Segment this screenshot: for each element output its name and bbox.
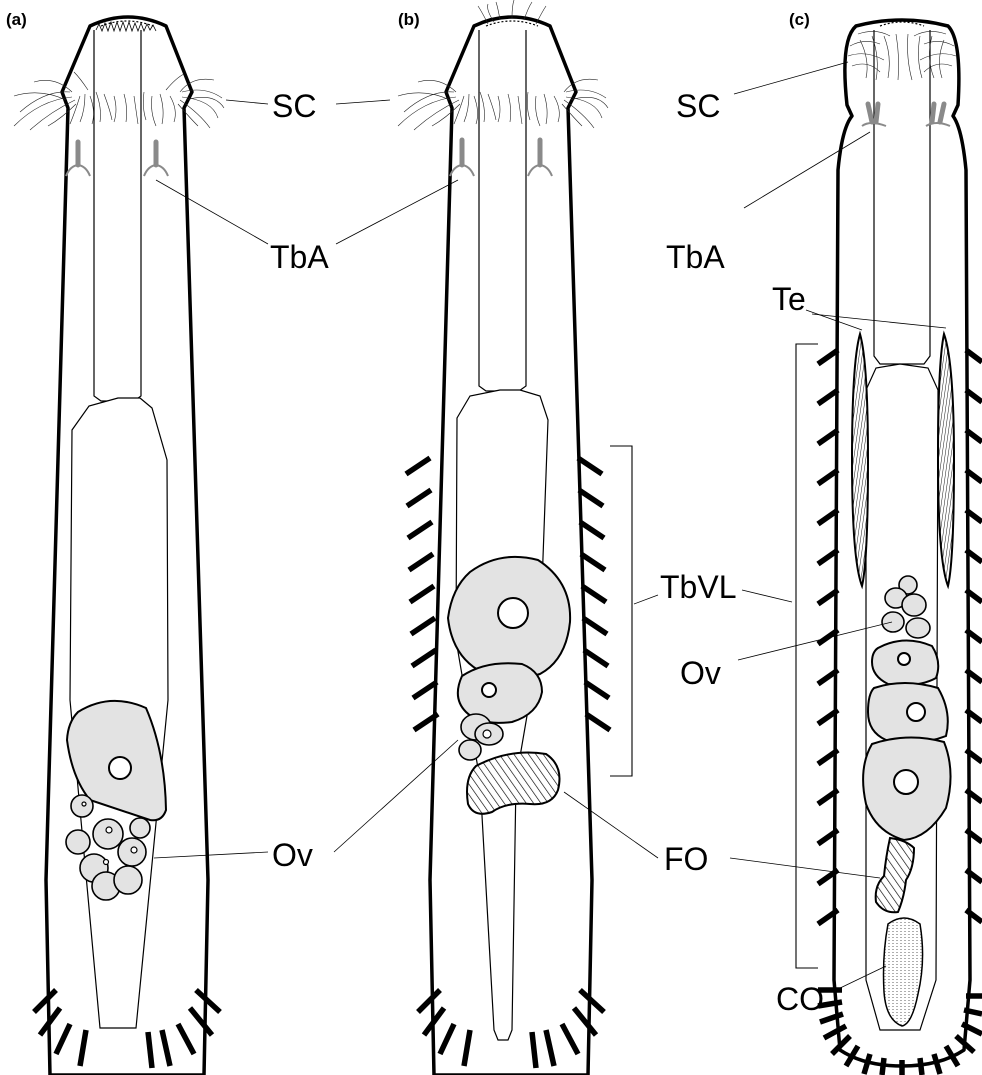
panel-b-letter: (b) xyxy=(398,10,420,29)
label-ov-right: Ov xyxy=(680,655,721,691)
panel-c: (c) xyxy=(789,10,982,1075)
panel-b: (b) xyxy=(398,0,610,1075)
panel-c-letter: (c) xyxy=(789,10,810,29)
label-ov-left: Ov xyxy=(272,837,313,873)
label-sc-left: SC xyxy=(272,88,316,124)
label-te: Te xyxy=(772,281,806,317)
label-tba-left: TbA xyxy=(270,239,329,275)
label-tba-right: TbA xyxy=(666,239,725,275)
panel-a-letter: (a) xyxy=(6,10,27,29)
panel-a: (a) xyxy=(6,10,224,1075)
label-fo: FO xyxy=(664,841,708,877)
label-co: CO xyxy=(776,981,824,1017)
label-sc-right: SC xyxy=(676,88,720,124)
label-tbvl: TbVL xyxy=(660,569,736,605)
panel-c-pharynx xyxy=(874,22,930,364)
